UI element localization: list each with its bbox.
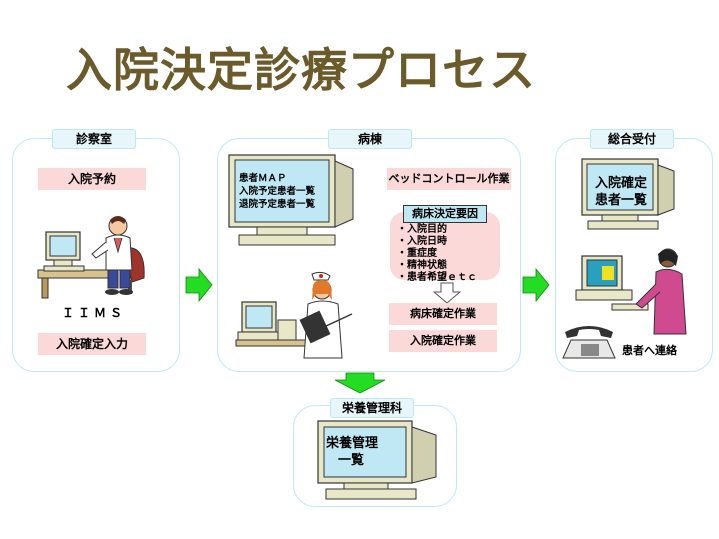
flow-arrow-down	[334, 372, 386, 394]
factors-title: 病床決定要因	[403, 205, 487, 223]
factor-item: ・重症度	[397, 248, 437, 259]
ward-monitor-line-1: 患者ＭＡＰ	[239, 173, 287, 184]
factor-item: ・入院日時	[397, 236, 447, 247]
factor-item: ・患者希望ｅｔｃ	[397, 272, 477, 283]
panel-label-eiyo: 栄養管理科	[330, 398, 414, 418]
flow-arrow-right-1	[185, 268, 213, 302]
factors-box	[390, 212, 500, 280]
reservation-box: 入院予約	[38, 168, 146, 190]
confirm-input-box: 入院確定入力	[38, 333, 146, 355]
panel-label-shinsatsu: 診察室	[52, 129, 136, 149]
system-name: ＩＩＭＳ	[61, 306, 126, 320]
reception-monitor-line-2: 患者一覧	[594, 193, 647, 208]
page-title: 入院決定診療プロセス	[66, 43, 536, 97]
admission-confirm-box: 入院確定作業	[389, 330, 497, 352]
ward-monitor	[228, 154, 354, 246]
doctor-computer-illustration	[37, 216, 145, 299]
ward-monitor-line-3: 退院予定患者一覧	[239, 199, 316, 210]
receptionist-illustration	[575, 248, 687, 335]
factors-list: ・入院目的 ・入院日時 ・重症度 ・精神状態 ・患者希望ｅｔｃ	[397, 224, 477, 284]
contact-patient-label: 患者へ連絡	[622, 344, 677, 357]
bed-confirm-box: 病床確定作業	[389, 303, 497, 325]
factor-item: ・精神状態	[397, 260, 447, 271]
nutrition-monitor-line-2: 一覧	[338, 453, 365, 468]
reception-monitor	[581, 158, 675, 230]
phone-icon	[562, 326, 616, 359]
factor-item: ・入院目的	[397, 224, 447, 235]
nutrition-monitor-line-1: 栄養管理	[326, 436, 379, 451]
ward-monitor-line-2: 入院予定患者一覧	[239, 186, 316, 197]
down-arrow-outline	[432, 282, 462, 304]
nurse-computer-illustration	[235, 271, 353, 359]
reception-monitor-line-1: 入院確定	[594, 176, 647, 191]
panel-label-byoto: 病棟	[328, 129, 412, 149]
flow-arrow-right-2	[522, 268, 550, 302]
bed-control-box: ベッドコントロール作業	[387, 168, 511, 190]
panel-label-sogo: 総合受付	[590, 129, 674, 149]
nutrition-monitor	[317, 420, 437, 500]
